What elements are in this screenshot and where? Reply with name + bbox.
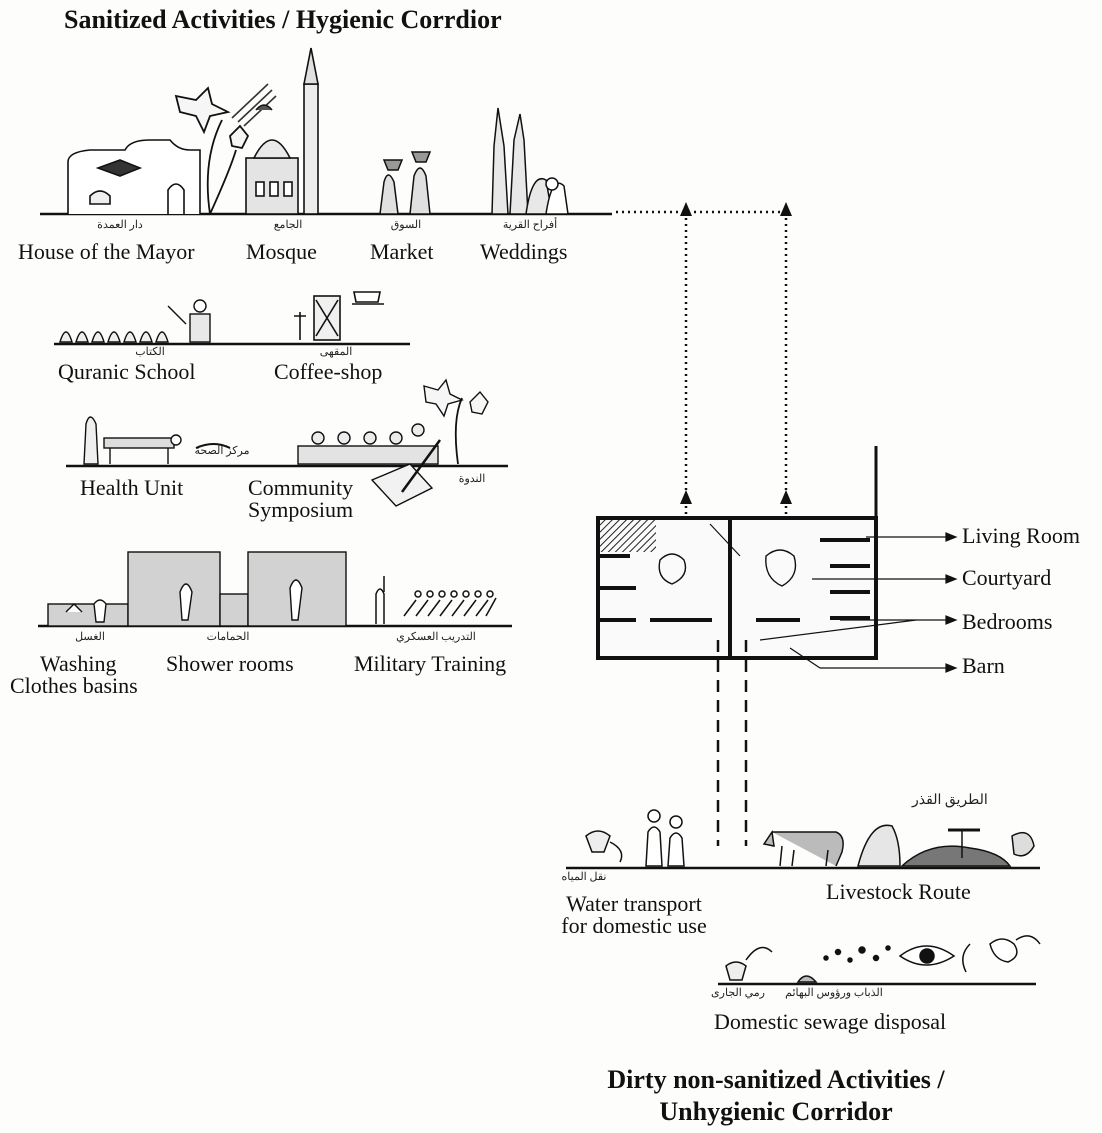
water-transport-illustration [586,810,684,866]
washing-shower-illustration [48,552,346,626]
military-training-label: Military Training [354,652,506,675]
hygienic-corridor-title: Sanitized Activities / Hygienic Corrdior [64,6,502,33]
bedrooms-label: Bedrooms [962,610,1052,633]
domestic-sewage-label: Domestic sewage disposal [714,1010,946,1033]
arabic-label-sewage-2: الذباب ورؤوس البهائم [785,988,883,1000]
washing-label-line1: Washing [40,652,116,675]
arabic-label-sewage-1: رمي الجارى [711,988,765,1000]
unhygienic-dashed-connectors [718,640,746,846]
water-transport-label-line2: for domestic use [561,914,706,937]
house-floor-plan [598,446,876,658]
arabic-label-coffee: المقهى [320,347,353,359]
arabic-label-mosque: الجامع [274,220,303,232]
arabic-label-market: السوق [391,220,421,232]
courtyard-label: Courtyard [962,566,1051,589]
arabic-label-school: الكتاب [135,347,165,359]
barn-label: Barn [962,654,1005,677]
wedding-procession [492,108,568,214]
unhygienic-corridor-title-line2: Unhygienic Corridor [659,1098,892,1125]
military-training-illustration [376,576,496,624]
arabic-label-symposium: الندوة [459,474,486,486]
house-of-mayor-illustration [68,140,200,214]
weddings-label: Weddings [480,240,567,263]
arabic-label-dirty-road: الطريق القذر [912,794,988,809]
community-label-line1: Community [248,476,353,499]
arabic-label-health: مركز الصحة [195,446,250,458]
mosque-label: Mosque [246,240,317,263]
unhygienic-corridor-title-line1: Dirty non-sanitized Activities / [607,1066,944,1093]
living-room-label: Living Room [962,524,1080,547]
arabic-label-military: التدريب العسكري [396,632,476,644]
market-figures [380,152,430,214]
arabic-label-washing: الغسل [75,632,105,644]
arabic-label-weddings: أفراح القرية [503,220,557,232]
shower-rooms-label: Shower rooms [166,652,294,675]
arabic-label-house: دار العمدة [97,220,143,232]
hygienic-dotted-connectors [686,212,786,520]
water-transport-label-line1: Water transport [566,892,702,915]
arabic-label-water: نقل المياه [562,872,607,884]
house-of-mayor-label: House of the Mayor [18,240,195,263]
livestock-illustration [764,825,1034,866]
livestock-route-label: Livestock Route [826,880,971,903]
quranic-school-label: Quranic School [58,360,195,383]
market-label: Market [370,240,434,263]
coffee-shop-illustration [294,292,384,340]
quranic-school-illustration [60,300,210,342]
health-unit-label: Health Unit [80,476,183,499]
community-label-line2: Symposium [248,498,353,521]
arabic-label-shower: الحمامات [207,632,250,644]
sewage-illustration [726,936,1040,982]
washing-label-line2: Clothes basins [10,674,138,697]
coffee-shop-label: Coffee-shop [274,360,382,383]
